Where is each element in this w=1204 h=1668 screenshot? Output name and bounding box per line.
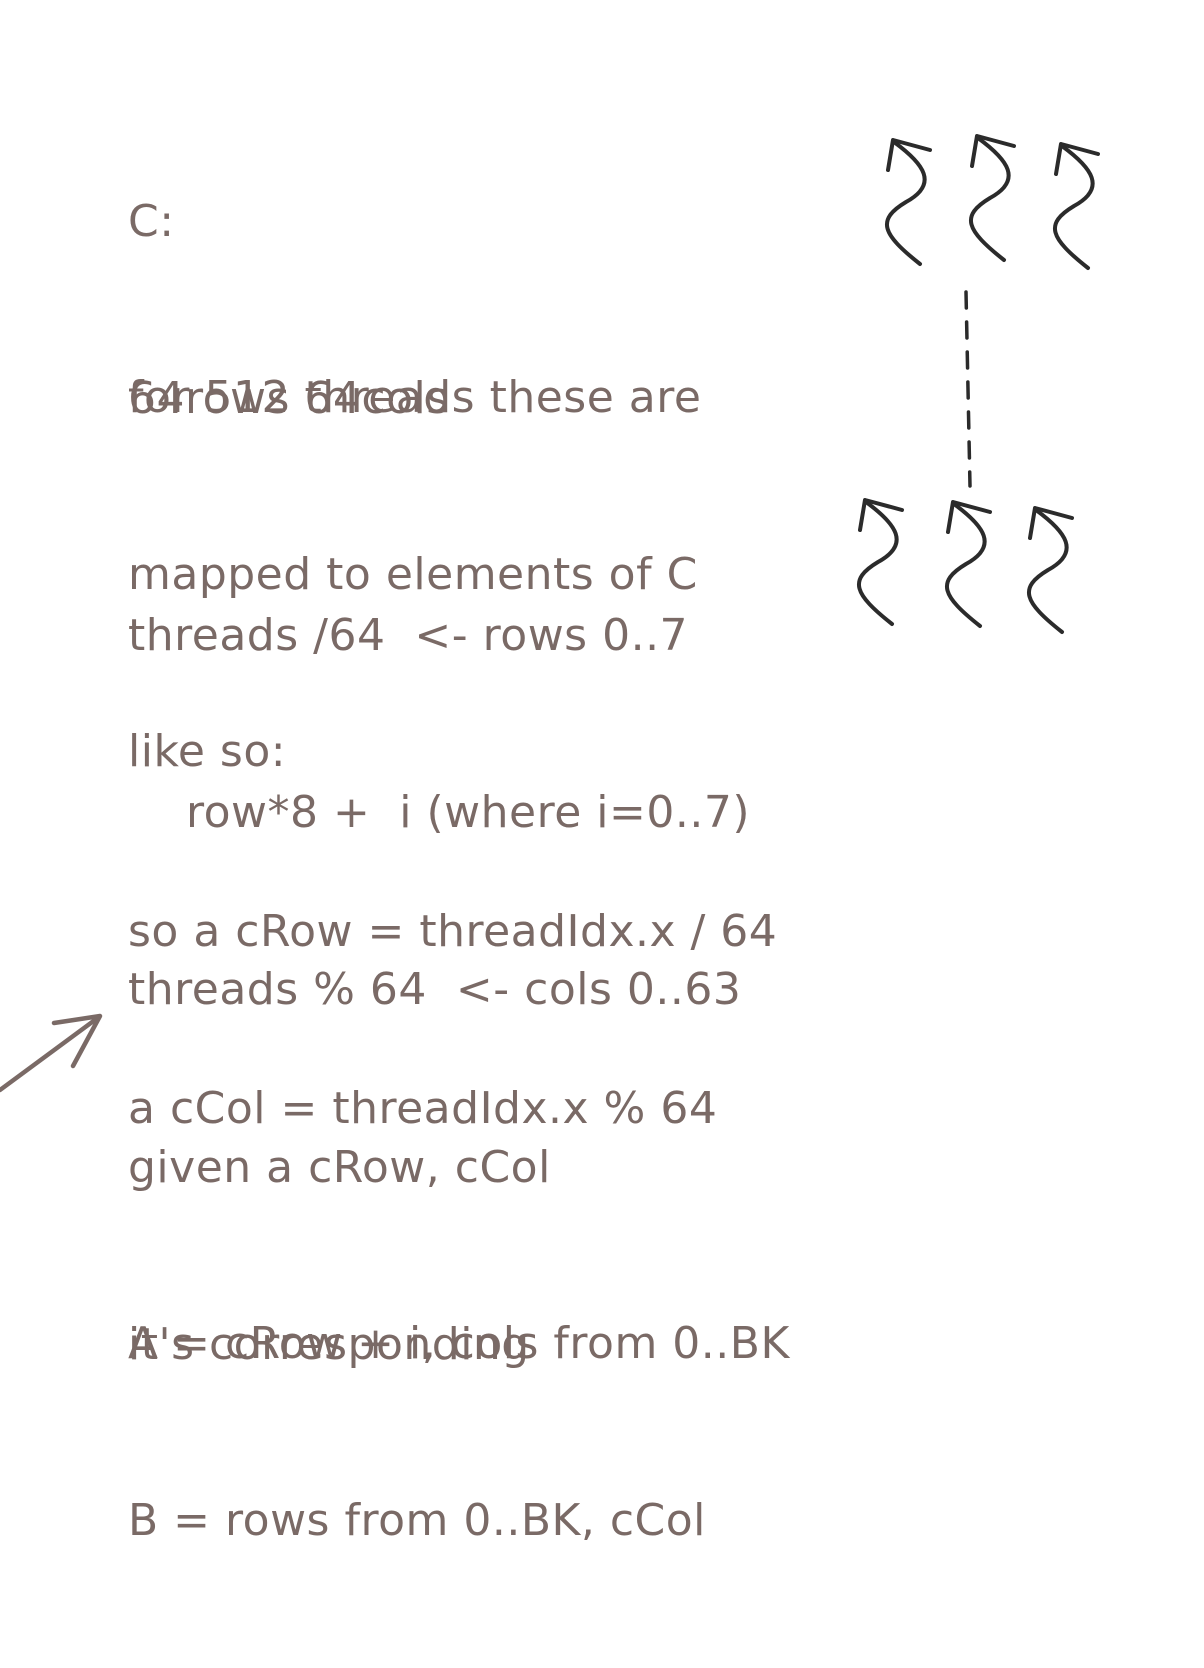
crow-ccol-definition: so a cRow = threadIdx.x / 64 a cCol = th… [128, 784, 777, 1256]
text-line: A = cRow + i, cols from 0..BK [128, 1318, 790, 1369]
squiggle-arrow-icon [1053, 142, 1100, 270]
mapping-description: for 512 threads these are mapped to elem… [128, 250, 701, 899]
given-description: given a cRow, cCol it's corresponding [128, 1020, 551, 1492]
text-line: a cCol = threadIdx.x % 64 [128, 1083, 718, 1134]
squiggle-row-top [885, 134, 1100, 270]
squiggle-arrow-icon [1027, 506, 1074, 634]
text-line: row*8 + i (where i=0..7) [128, 787, 751, 838]
squiggle-row-bottom [857, 498, 1074, 634]
text-line: B = rows from 0..BK, cCol [128, 1495, 706, 1546]
thread-index-formula: threads /64 <- rows 0..7 row*8 + i (wher… [128, 488, 750, 1137]
text-line: given a cRow, cCol [128, 1142, 551, 1193]
text-line: threads % 64 <- cols 0..63 [128, 964, 742, 1015]
sketch-layer [0, 134, 1100, 1093]
text-line: it's corresponding [128, 1319, 530, 1370]
text-line: for 512 threads these are [128, 372, 702, 423]
text-line: like so: [128, 726, 287, 777]
squiggle-arrow-icon [857, 498, 904, 626]
text-line: threads /64 <- rows 0..7 [128, 610, 689, 661]
text-line: C: [128, 196, 175, 247]
matrix-c-label: C: 64rows 64cols [128, 74, 450, 546]
whiteboard-canvas: C: 64rows 64cols for 512 threads these a… [0, 74, 1100, 1546]
text-line: 64rows 64cols [128, 373, 450, 424]
text-line: mapped to elements of C [128, 549, 698, 600]
dashed-connector [964, 290, 972, 488]
squiggle-arrow-icon [945, 500, 992, 628]
squiggle-arrow-icon [885, 138, 932, 266]
text-line: so a cRow = threadIdx.x / 64 [128, 906, 778, 957]
squiggle-arrow-icon [969, 134, 1016, 262]
arrow-up-right-icon [0, 1013, 103, 1093]
